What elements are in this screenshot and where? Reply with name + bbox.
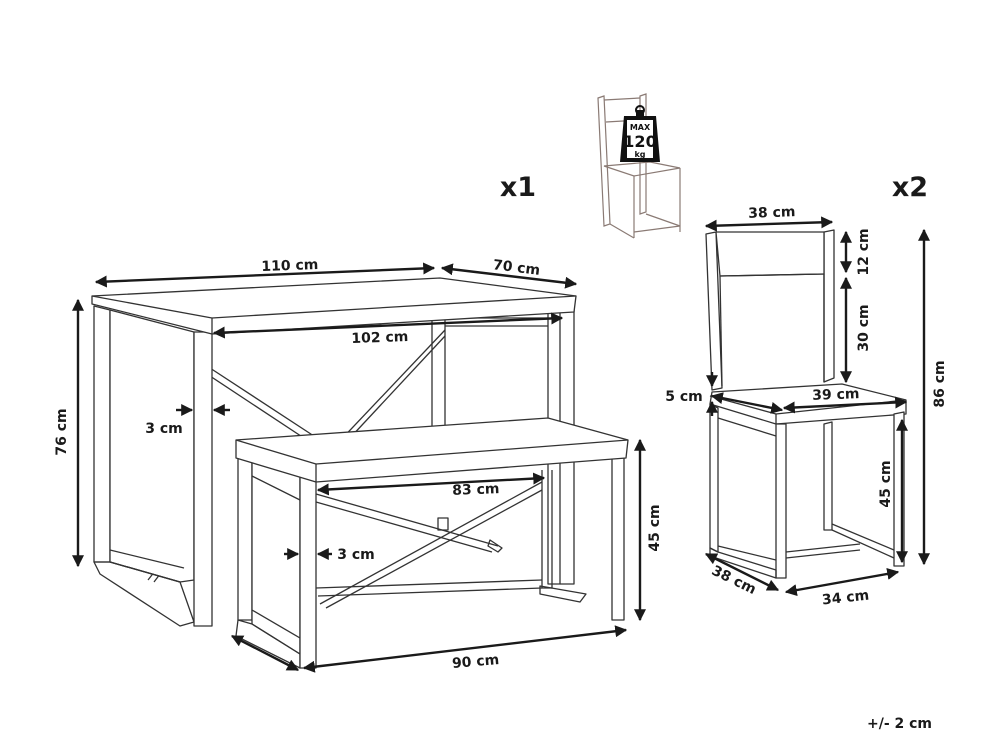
table-drawing [91, 277, 577, 627]
max-load-line2: 120 [623, 132, 656, 151]
max-load-line3: kg [634, 150, 645, 159]
chair-total-height-label: 86 cm [932, 360, 948, 407]
table-height-label: 76 cm [54, 408, 70, 455]
bench-drawing [235, 417, 629, 669]
weight-icon [620, 105, 660, 162]
chair-frame-label: 5 cm [665, 389, 703, 405]
chair-top-slat-label: 12 cm [856, 228, 872, 275]
table-width-label: 110 cm [261, 257, 319, 275]
chair-back-width-label: 38 cm [748, 204, 796, 222]
bench-inner-width-label: 83 cm [452, 481, 500, 499]
bench-width-label: 90 cm [451, 652, 499, 672]
table-depth-label: 70 cm [492, 257, 541, 279]
tolerance-note: +/- 2 cm [867, 716, 932, 732]
max-load-line1: MAX [630, 123, 651, 132]
table-inner-width-label: 102 cm [351, 329, 409, 347]
chair-back-slat-label: 30 cm [856, 304, 872, 351]
chair-seat-height-label: 45 cm [878, 460, 894, 507]
chair-base-width-label: 34 cm [821, 588, 870, 609]
chair-quantity: x2 [892, 172, 928, 203]
table-set-quantity: x1 [500, 172, 536, 203]
bench-height-label: 45 cm [647, 504, 663, 551]
max-load-chair-icon: MAX 120 kg [597, 93, 681, 239]
bench-leg-label: 3 cm [337, 547, 375, 563]
chair-seat-depth-label: 39 cm [812, 386, 860, 404]
table-leg-label: 3 cm [145, 421, 183, 437]
dimension-arrows [72, 216, 930, 673]
